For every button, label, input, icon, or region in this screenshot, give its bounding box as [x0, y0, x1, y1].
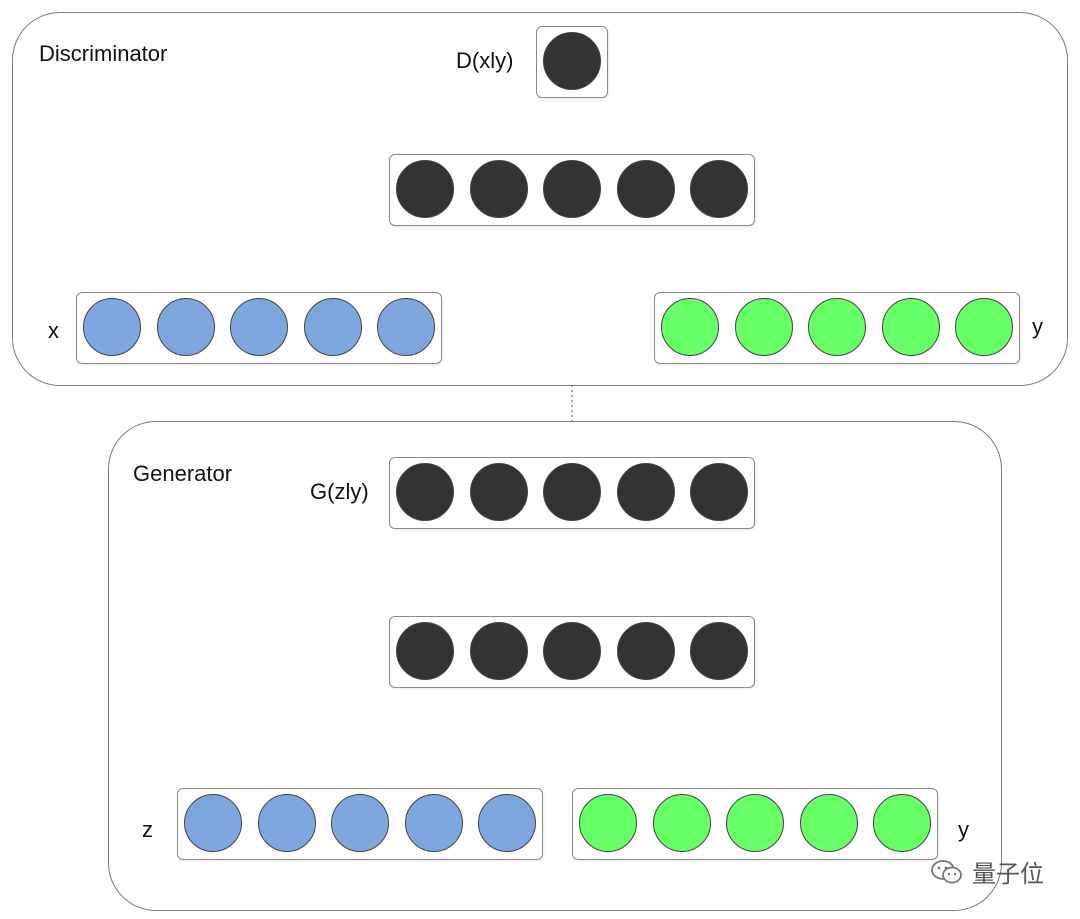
discriminator-y-input-node	[881, 297, 940, 356]
generator-z-input-node	[478, 793, 536, 852]
discriminator-x-input-node	[303, 297, 362, 356]
discriminator-y-input-node	[808, 297, 866, 356]
discriminator-hidden-node	[690, 159, 748, 218]
discriminator-y-input-layer	[654, 292, 1020, 364]
watermark: 量子位	[930, 854, 1044, 889]
generator-hidden-node	[543, 621, 601, 680]
generator-output-node	[616, 462, 675, 521]
generator-z-input-node	[184, 793, 242, 852]
generator-y-input-node	[579, 793, 637, 852]
generator-z-input-layer	[177, 788, 543, 860]
generator-title: Generator	[133, 461, 233, 486]
discriminator-y-input-node	[734, 297, 793, 356]
wechat-logo-icon	[931, 859, 962, 883]
discriminator-hidden-node	[543, 159, 601, 218]
generator-output-label: G(zly)	[310, 479, 369, 504]
discriminator-x-input-node	[230, 297, 288, 356]
discriminator-hidden-node	[616, 159, 675, 218]
discriminator-hidden-node	[469, 159, 528, 218]
generator-output-layer	[389, 457, 755, 529]
watermark-text: 量子位	[972, 861, 1044, 888]
generator-y-input-node	[726, 793, 784, 852]
discriminator-x-label: x	[48, 318, 59, 343]
generator-hidden-layer	[389, 616, 755, 688]
generator-z-input-node	[257, 793, 316, 852]
generator-hidden-node	[690, 621, 748, 680]
discriminator-output-node	[543, 31, 601, 90]
generator-z-label: z	[142, 817, 153, 842]
discriminator-y-label: y	[1032, 314, 1043, 339]
discriminator-x-input-layer	[76, 292, 442, 364]
generator-hidden-node	[396, 621, 454, 680]
generator-z-input-node	[404, 793, 463, 852]
generator-z-input-node	[331, 793, 389, 852]
generator-output-node	[396, 462, 454, 521]
discriminator-hidden-node	[396, 159, 454, 218]
discriminator-y-input-node	[661, 297, 719, 356]
discriminator-output-label: D(xly)	[456, 48, 514, 73]
discriminator-x-input-node	[377, 297, 435, 356]
discriminator-x-input-node	[156, 297, 215, 356]
discriminator-hidden-layer	[389, 154, 755, 226]
generator-hidden-node	[616, 621, 675, 680]
generator-hidden-node	[469, 621, 528, 680]
discriminator-x-input-node	[83, 297, 141, 356]
generator-y-label: y	[958, 817, 969, 842]
discriminator-output-layer	[536, 26, 608, 98]
generator-y-input-node	[652, 793, 711, 852]
generator-output-node	[690, 462, 748, 521]
generator-y-input-node	[873, 793, 931, 852]
generator-y-input-layer	[572, 788, 938, 860]
discriminator-title: Discriminator	[39, 41, 168, 66]
generator-y-input-node	[799, 793, 858, 852]
discriminator-y-input-node	[955, 297, 1013, 356]
generator-output-node	[469, 462, 528, 521]
generator-output-node	[543, 462, 601, 521]
